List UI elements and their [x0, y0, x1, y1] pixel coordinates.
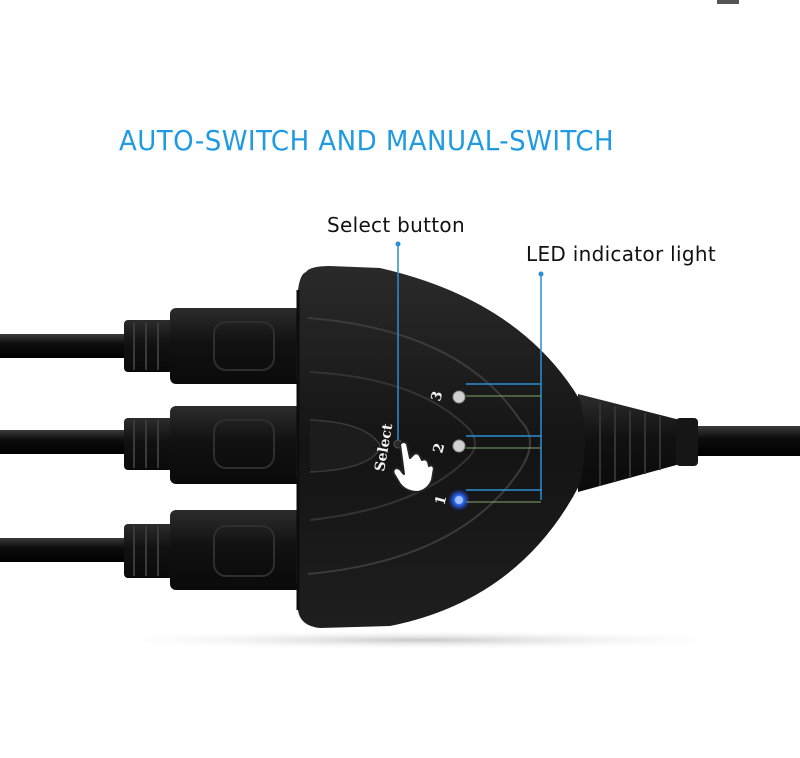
hdmi-plug-2	[124, 406, 308, 484]
port-label-1: 1	[432, 493, 450, 507]
leader-lines	[395, 241, 544, 500]
input-cables	[0, 334, 130, 562]
hand-pointer-icon	[392, 441, 435, 493]
port-label-3: 3	[428, 389, 446, 403]
corner-mark	[717, 0, 739, 4]
headline: AUTO-SWITCH AND MANUAL-SWITCH	[119, 124, 615, 157]
hdmi-plug-1	[124, 510, 308, 590]
switch-body	[296, 266, 585, 628]
led-port-1-core	[455, 496, 463, 504]
callout-select-button: Select button	[327, 213, 465, 237]
led-port-2	[452, 439, 466, 453]
hdmi-plug-3	[124, 308, 308, 384]
floor-shadow	[80, 630, 760, 650]
output-cable	[578, 394, 800, 492]
callout-led-indicator: LED indicator light	[526, 242, 716, 266]
led-port-3	[452, 390, 466, 404]
port-label-2: 2	[430, 441, 448, 455]
